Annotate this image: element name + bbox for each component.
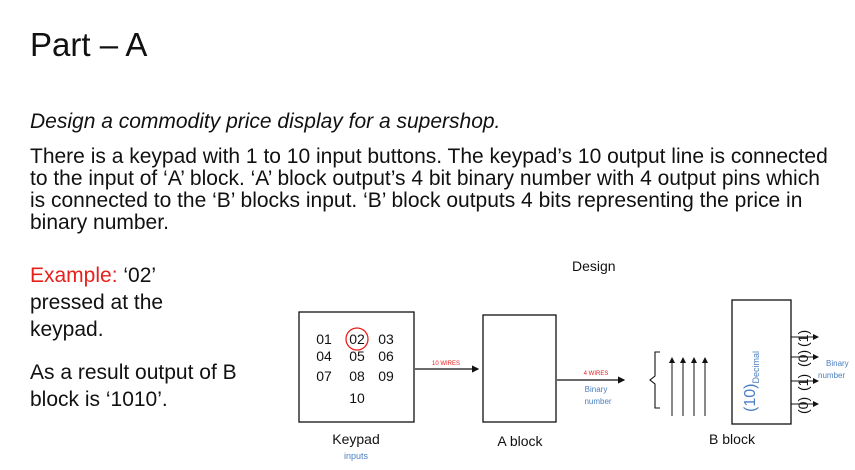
design-label: Design [572,258,616,274]
problem-description: There is a keypad with 1 to 10 input but… [30,145,828,234]
b-input-arrows [669,357,708,416]
b-output-bit: (0) [795,350,811,367]
example-rest: ‘02’ pressed at the keypad. [30,264,164,341]
page-title: Part – A [30,26,148,63]
b-block-box [731,299,792,425]
keypad-key-04: 04 [316,348,332,364]
keypad-key-06: 06 [378,348,394,364]
highlight-circle [345,327,369,351]
keypad-key-05: 05 [349,348,365,364]
keypad-key-10: 10 [349,390,365,406]
keypad-key-07: 07 [316,368,332,384]
b-block-label: B block [709,431,756,447]
wire2-sublabel-2: number [584,397,611,406]
wire2-sublabel-1: Binary [585,385,608,394]
example-label: Example: [30,264,118,287]
b-decimal-value: (10)Decimal [742,351,761,412]
keypad-key-08: 08 [349,368,365,384]
keypad-keys: 01 02 03 04 05 06 07 08 09 10 [316,331,394,406]
keypad-key-09: 09 [378,368,394,384]
keypad-box [298,311,415,423]
a-block-box [482,314,557,423]
input-bracket [649,351,660,409]
keypad-sublabel: inputs [344,451,369,461]
output-label-2: number [818,371,845,380]
keypad-key-01: 01 [316,331,332,347]
output-label-1: Binary [826,359,849,368]
b-output-bit: (1) [795,374,811,391]
b-decimal-subscript: Decimal [751,351,761,384]
example-result: As a result output of B block is ‘1010’. [30,361,237,411]
b-decimal-number: (10) [742,384,759,412]
keypad-key-03: 03 [378,331,394,347]
b-output-bit: (1) [795,330,811,347]
b-output-bit: (0) [795,397,811,414]
problem-subtitle: Design a commodity price display for a s… [30,110,501,133]
wire2-label: 4 WIRES [584,371,609,377]
b-outputs: (1) (0) (1) (0) [791,330,819,414]
wire1-label: 10 WIRES [432,361,460,367]
example-text: Example: ‘02’ pressed at the keypad. [30,262,230,343]
keypad-label: Keypad [332,431,379,447]
keypad-key-02: 02 [349,331,365,347]
a-block-label: A block [497,433,543,449]
